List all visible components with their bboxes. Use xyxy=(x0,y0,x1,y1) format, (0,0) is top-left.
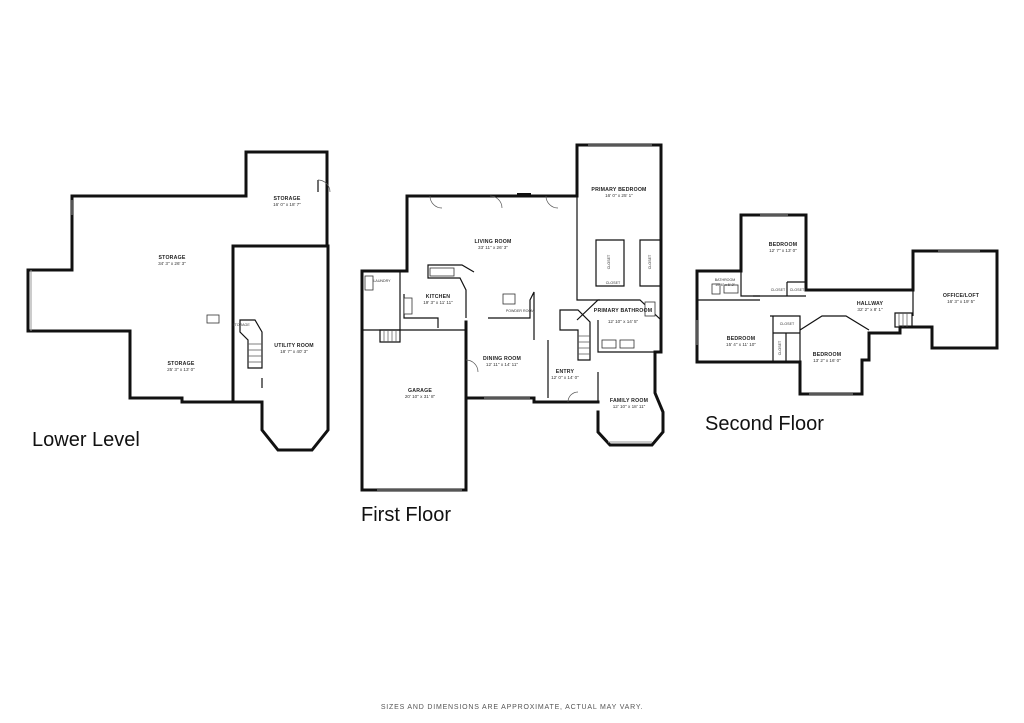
room-name: BEDROOM xyxy=(727,336,756,342)
second-floor-title: Second Floor xyxy=(705,413,824,435)
room-name: CLOSET xyxy=(606,281,621,285)
lower-storage-closet xyxy=(206,314,220,324)
room-name: STORAGE xyxy=(274,196,301,202)
room-dimensions: 12' 10" x 18' 11" xyxy=(613,404,646,409)
second-floor-plan: BEDROOM 12' 7" x 13' 0" BATHROOM 10' 6" … xyxy=(695,213,999,396)
room-dimensions: 13' 2" x 16' 0" xyxy=(813,358,841,363)
room-name: BEDROOM xyxy=(813,352,842,358)
room-name: UTILITY ROOM xyxy=(274,343,313,349)
room-name: BEDROOM xyxy=(769,242,798,248)
room-dimensions: 20' 10" x 31' 8" xyxy=(405,394,436,399)
kitchen-counter xyxy=(429,267,455,277)
room-dimensions: 19' 3" x 11' 11" xyxy=(423,300,453,305)
lower-level-title: Lower Level xyxy=(32,429,140,451)
first-floor-title: First Floor xyxy=(361,504,451,526)
kitchen-range xyxy=(403,297,413,315)
lower-stairs xyxy=(239,319,263,369)
room-name: GARAGE xyxy=(408,388,432,394)
room-dimensions: 16' 0" x 18' 7" xyxy=(273,202,301,207)
room-name: STORAGE xyxy=(159,255,186,261)
lower-level-south-wall xyxy=(26,268,235,404)
second-floor-outer-wall xyxy=(695,213,999,396)
room-dimensions: 25' 3" x 13' 0" xyxy=(167,367,195,372)
bathroom-toilet xyxy=(711,283,721,295)
room-name: DINING ROOM xyxy=(483,356,521,362)
room-name: KITCHEN xyxy=(426,294,451,300)
room-name: FAMILY ROOM xyxy=(610,398,648,404)
room-name: CLOSET xyxy=(771,288,786,292)
fireplace xyxy=(517,193,531,197)
room-dimensions: 16' 0" x 25' 1" xyxy=(605,193,633,198)
room-dimensions: 18' 7" x 40' 3" xyxy=(280,349,308,354)
room-name: OFFICE/LOFT xyxy=(943,293,980,299)
room-name: POWDER ROOM xyxy=(506,309,534,313)
room-dimensions: 12' 10" x 14' 5" xyxy=(608,319,639,324)
room-name: CLOSET xyxy=(778,340,782,355)
room-name: LAUNDRY xyxy=(373,279,391,283)
room-dimensions: 16' 3" x 19' 5" xyxy=(947,299,975,304)
room-name: ENTRY xyxy=(556,369,575,375)
room-name: PRIMARY BATHROOM xyxy=(594,308,652,314)
second-floor-stairs xyxy=(894,312,913,328)
room-name: BATHROOM xyxy=(715,278,736,282)
first-floor-plan: PRIMARY BEDROOM 16' 0" x 25' 1" LIVING R… xyxy=(360,143,665,492)
first-floor-south-wall xyxy=(464,396,600,404)
room-name: CLOSET xyxy=(648,254,652,269)
room-name: STORAGE xyxy=(232,323,250,327)
room-dimensions: 33' 11" x 26' 3" xyxy=(478,245,508,250)
first-floor-stairs xyxy=(379,309,591,361)
room-dimensions: 10' 6" x 5' 2" xyxy=(715,283,735,287)
room-name: LIVING ROOM xyxy=(474,239,511,245)
bath-sink xyxy=(601,339,617,349)
room-name: CLOSET xyxy=(780,322,795,326)
laundry-fixture xyxy=(364,275,374,291)
bath-sink xyxy=(619,339,635,349)
room-dimensions: 34' 3" x 26' 3" xyxy=(158,261,186,266)
room-dimensions: 32' 2" x 8' 1" xyxy=(857,307,883,312)
room-dimensions: 12' 0" x 14' 0" xyxy=(551,375,579,380)
room-dimensions: 15' 4" x 11' 10" xyxy=(726,342,756,347)
bath-shower xyxy=(644,301,656,317)
disclaimer-footer: SIZES AND DIMENSIONS ARE APPROXIMATE, AC… xyxy=(380,704,644,711)
room-name: HALLWAY xyxy=(857,301,884,307)
room-name: PRIMARY BEDROOM xyxy=(591,187,646,193)
room-name: STORAGE xyxy=(168,361,195,367)
room-name: CLOSET xyxy=(607,254,611,269)
room-name: CLOSET xyxy=(790,288,805,292)
lower-level-plan: STORAGE 16' 0" x 18' 7" STORAGE 34' 3" x… xyxy=(26,150,331,452)
room-dimensions: 12' 7" x 13' 0" xyxy=(769,248,797,253)
powder-room-fixture xyxy=(502,293,516,305)
bathroom-sink xyxy=(723,284,739,294)
room-dimensions: 12' 11" x 14' 11" xyxy=(486,362,519,367)
